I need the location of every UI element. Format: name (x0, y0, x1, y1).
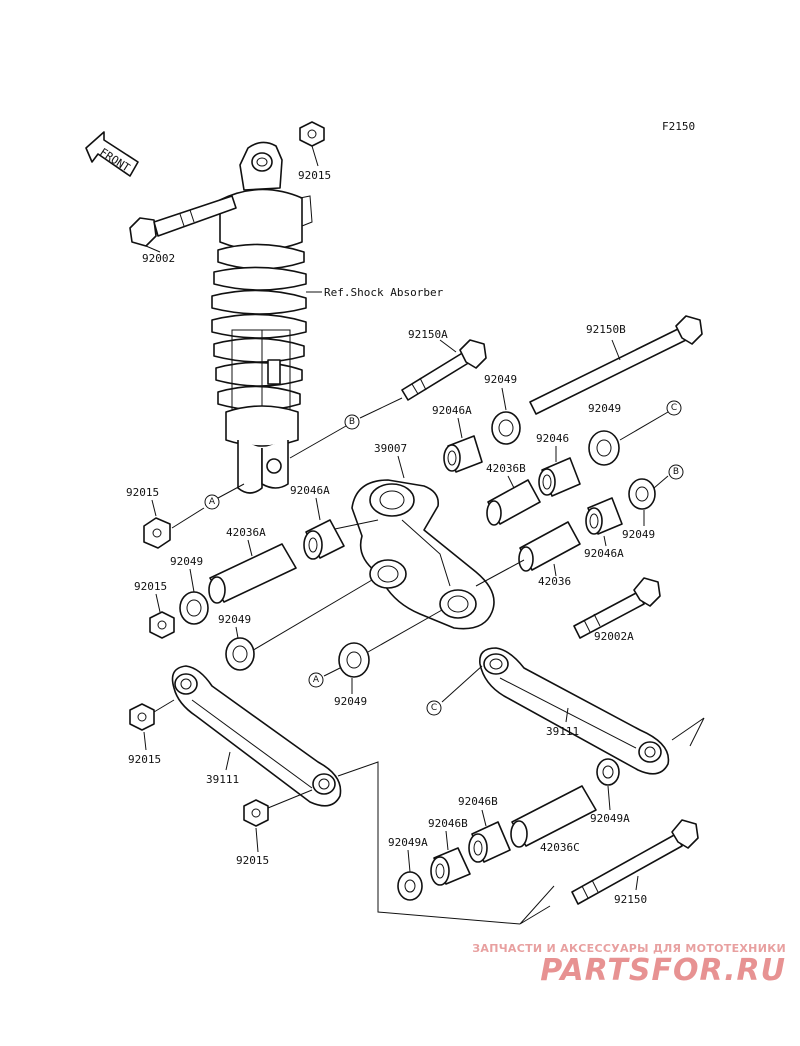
collar-42036A (208, 543, 297, 604)
part-92049-c: 92049 (622, 528, 655, 541)
part-42036B: 42036B (486, 462, 526, 475)
watermark-logo: PARTSFOR.RU (540, 953, 786, 988)
collar-42036B (486, 479, 541, 526)
figure-code: F2150 (662, 120, 695, 133)
part-39111-right: 39111 (546, 725, 579, 738)
nut-92015-top (299, 121, 325, 147)
nut-92015-low (149, 611, 175, 639)
washer-92049A-a (397, 871, 423, 901)
front-arrow-icon: FRONT (85, 131, 139, 177)
part-92049-a: 92049 (484, 373, 517, 386)
rocker-arm-39007 (351, 479, 495, 630)
washer-92049A-b (596, 758, 620, 786)
washer-92049-b (588, 430, 620, 466)
part-92046B-b: 92046B (428, 817, 468, 830)
tie-rod-39111-right (479, 647, 670, 775)
part-42036A: 42036A (226, 526, 266, 539)
part-42036C: 42036C (540, 841, 580, 854)
bearing-92046A-a (443, 435, 483, 473)
part-42036: 42036 (538, 575, 571, 588)
bearing-92046A-b (585, 497, 623, 535)
washer-92049-c (628, 478, 656, 510)
part-92046A-a: 92046A (432, 404, 472, 417)
bearing-92046A-c (303, 519, 345, 560)
watermark: ЗАПЧАСТИ И АКСЕССУАРЫ ДЛЯ МОТОТЕХНИКИ PA… (472, 942, 786, 988)
callout-B-right: B (673, 467, 679, 477)
tie-rod-39111-left (171, 665, 342, 807)
bolt-92002A (573, 577, 661, 639)
part-92015-low: 92015 (134, 580, 167, 593)
part-92049-b: 92049 (588, 402, 621, 415)
washer-92049-a (491, 411, 521, 445)
part-92015-mid: 92015 (126, 486, 159, 499)
part-92049-f: 92049 (334, 695, 367, 708)
collar-42036 (518, 521, 581, 572)
part-92049A-a: 92049A (388, 836, 428, 849)
nut-92015-bottom (243, 799, 269, 827)
ref-shock-absorber-label: Ref.Shock Absorber (324, 286, 444, 299)
part-39111-left: 39111 (206, 773, 239, 786)
watermark-tagline: ЗАПЧАСТИ И АКСЕССУАРЫ ДЛЯ МОТОТЕХНИКИ (472, 942, 786, 955)
part-92015-b: 92015 (128, 753, 161, 766)
callout-C-right: C (671, 403, 677, 413)
bolt-92150A (401, 339, 487, 401)
shock-absorber (211, 141, 313, 494)
part-92049-d: 92049 (170, 555, 203, 568)
part-92150B: 92150B (586, 323, 626, 336)
bearing-92046B-b (430, 847, 471, 886)
callout-A-top: A (209, 497, 216, 507)
part-92150: 92150 (614, 893, 647, 906)
bolt-92002 (129, 195, 237, 247)
washer-92049-f (338, 642, 370, 678)
washer-92049-e (225, 637, 255, 671)
washer-92049-d (179, 591, 209, 625)
part-92046: 92046 (536, 432, 569, 445)
nut-92015-b (129, 703, 155, 731)
nut-92015-mid (143, 517, 171, 549)
bolt-92150 (571, 819, 699, 905)
part-92049A-b: 92049A (590, 812, 630, 825)
bearing-92046B-a (468, 821, 511, 863)
part-92046A-c: 92046A (290, 484, 330, 497)
part-92015-bottom: 92015 (236, 854, 269, 867)
part-92150A: 92150A (408, 328, 448, 341)
callout-A-mid: A (313, 675, 320, 685)
bolt-92150B (529, 315, 703, 415)
collar-42036C (510, 785, 597, 848)
part-92046A-b: 92046A (584, 547, 624, 560)
callout-B-left: B (349, 417, 355, 427)
part-92002: 92002 (142, 252, 175, 265)
part-92049-e: 92049 (218, 613, 251, 626)
bearing-92046 (538, 457, 581, 497)
part-92002A: 92002A (594, 630, 634, 643)
part-39007: 39007 (374, 442, 407, 455)
callout-C-left: C (431, 703, 437, 713)
part-92046B-a: 92046B (458, 795, 498, 808)
part-92015-top: 92015 (298, 169, 331, 182)
